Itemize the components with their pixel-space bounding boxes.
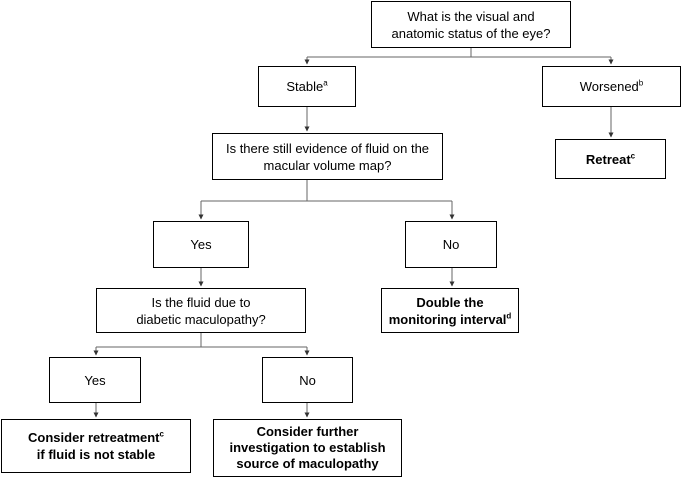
worsened-footnote: b [638, 78, 644, 88]
fluid-cause-line-2: diabetic maculopathy? [136, 311, 266, 327]
double-interval-line-1: Double the [416, 294, 484, 310]
visual-status-line-1: What is the visual and [407, 8, 535, 24]
consider-investigation-line-2: investigation to establish [229, 440, 386, 455]
double-interval-line-2: monitoring intervald [388, 311, 512, 327]
retreat-footnote: c [630, 151, 636, 161]
yes-label-2: Yes [84, 372, 106, 388]
consider-retreatment-box: Consider retreatmentc if fluid is not st… [1, 419, 191, 473]
yes-box-1: Yes [153, 221, 249, 268]
worsened-box: Worsenedb [542, 66, 681, 107]
consider-retreatment-line-2: if fluid is not stable [36, 447, 156, 462]
visual-status-question: What is the visual and anatomic status o… [371, 1, 571, 48]
stable-box: Stablea [258, 66, 356, 107]
fluid-cause-line-1: Is the fluid due to [151, 294, 251, 310]
double-interval-box: Double the monitoring intervald [381, 288, 519, 333]
fluid-evidence-question: Is there still evidence of fluid on the … [212, 133, 443, 180]
no-box-1: No [405, 221, 497, 268]
stable-footnote: a [323, 78, 328, 88]
consider-investigation-line-3: source of maculopathy [236, 456, 379, 471]
worsened-label: Worsenedb [579, 78, 644, 94]
retreat-box: Retreatc [555, 139, 666, 179]
consider-investigation-line-1: Consider further [256, 424, 359, 439]
fluid-evidence-line-1: Is there still evidence of fluid on the [225, 140, 430, 156]
stable-label: Stablea [286, 78, 328, 94]
retreat-label: Retreatc [585, 151, 636, 167]
no-box-2: No [262, 357, 353, 403]
consider-retreatment-line-1: Consider retreatmentc [28, 429, 164, 445]
yes-label-1: Yes [190, 237, 212, 252]
consider-investigation-box: Consider further investigation to establ… [213, 419, 402, 477]
no-label-1: No [442, 237, 460, 252]
fluid-cause-question: Is the fluid due to diabetic maculopathy… [96, 288, 306, 333]
no-label-2: No [299, 372, 316, 388]
double-interval-footnote: d [506, 311, 512, 321]
visual-status-line-2: anatomic status of the eye? [391, 25, 551, 41]
consider-retreatment-footnote: c [159, 429, 164, 439]
fluid-evidence-line-2: macular volume map? [263, 157, 392, 173]
yes-box-2: Yes [49, 357, 141, 403]
